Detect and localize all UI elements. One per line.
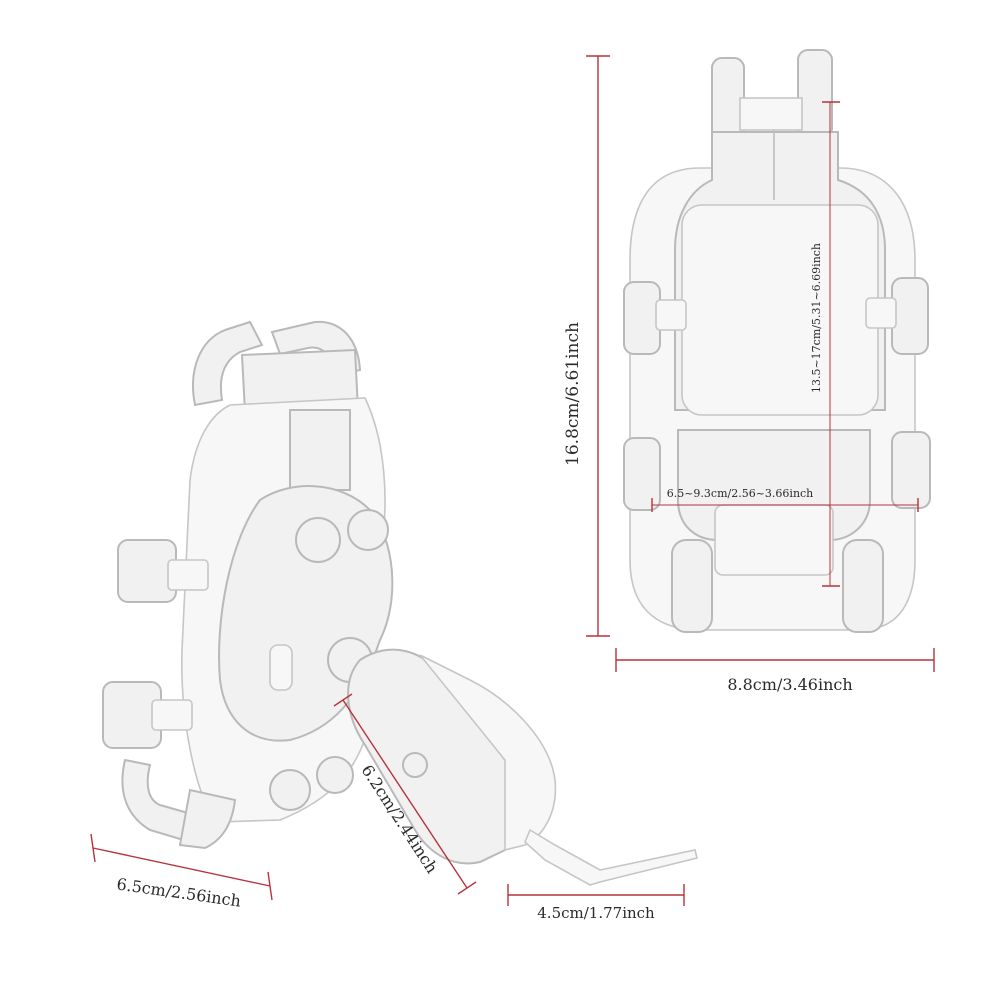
angled-base-plate (524, 828, 698, 886)
front-top-arm-right (797, 49, 833, 139)
front-foot-left (671, 539, 713, 633)
front-inner-panel (681, 204, 879, 416)
front-top-bridge (739, 97, 803, 131)
angled-knob-bottom-right (316, 756, 354, 794)
dimension-overall-width: 8.8cm/3.46inch (615, 648, 935, 694)
overall-width-label: 8.8cm/3.46inch (727, 675, 852, 694)
clamp-width-label: 6.5~9.3cm/2.56~3.66inch (667, 487, 814, 500)
overall-height-label: 16.8cm/6.61inch (563, 322, 583, 466)
dimension-clamp-width: 6.5~9.3cm/2.56~3.66inch (651, 487, 919, 512)
angled-clamp-arm (347, 648, 525, 865)
angled-clamp-bolt (402, 752, 428, 778)
dimension-overall-height: 16.8cm/6.61inch (563, 55, 610, 637)
front-view-holder (623, 49, 931, 633)
clamp-height-label: 13.5~17cm/5.31~6.69inch (810, 243, 823, 393)
base-length-label: 4.5cm/1.77inch (537, 904, 655, 922)
dimension-base-length: 4.5cm/1.77inch (507, 884, 685, 922)
side-width-label: 6.5cm/2.56inch (115, 874, 242, 910)
front-claw-middle-right (891, 431, 931, 509)
front-claw-upper-right (891, 277, 929, 355)
front-claw-middle-left (623, 437, 661, 511)
angled-view-holder (102, 320, 698, 886)
angled-knob-top-right (347, 509, 389, 551)
angled-knob-top-left (295, 517, 341, 563)
angled-top-hook-left (192, 320, 264, 407)
angled-claw-lower-link (151, 699, 193, 731)
angled-slot (269, 644, 293, 691)
front-bottom-stem (714, 504, 834, 576)
angled-bottom-hook-right (178, 788, 237, 850)
angled-claw-upper-link (167, 559, 209, 591)
angled-center-plate (289, 409, 351, 491)
front-claw-upper-left (623, 281, 661, 355)
angled-knob-bottom-left (269, 769, 311, 811)
front-foot-right (842, 539, 884, 633)
front-claw-upper-right-link (865, 297, 897, 329)
front-claw-upper-left-link (655, 299, 687, 331)
